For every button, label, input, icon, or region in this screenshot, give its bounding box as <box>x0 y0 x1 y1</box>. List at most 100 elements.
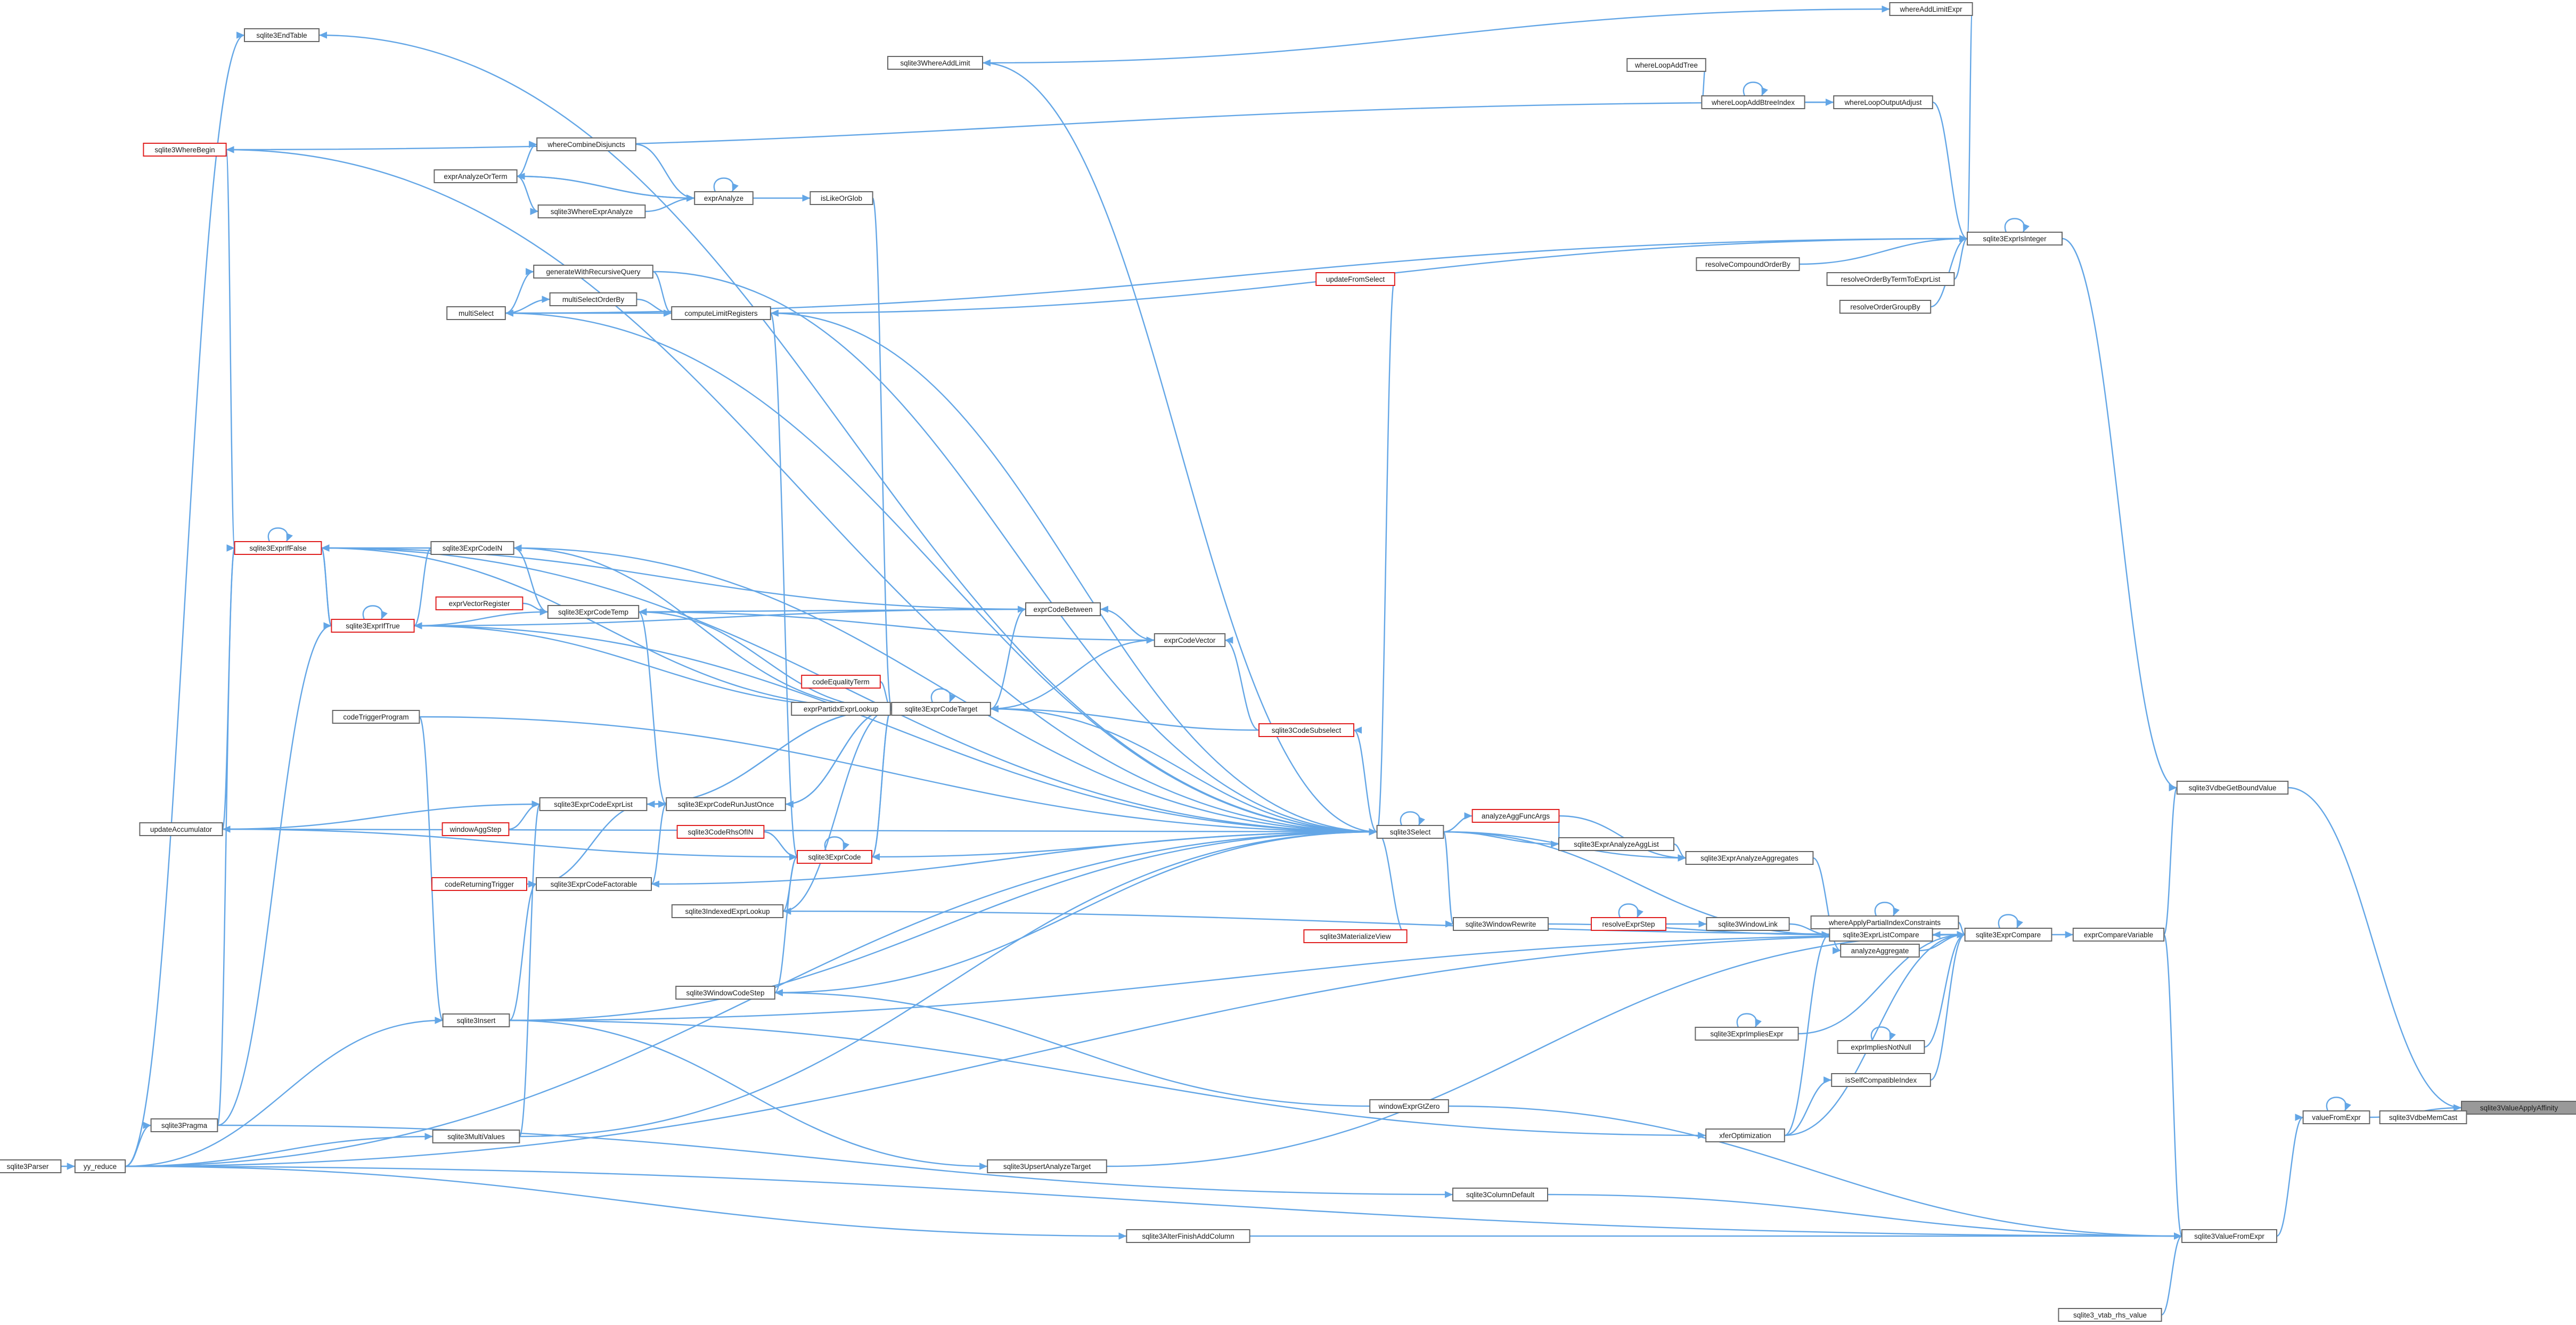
node-box[interactable] <box>1833 95 1933 109</box>
node-isLikeOrGlob[interactable]: isLikeOrGlob <box>809 191 873 205</box>
node-box[interactable] <box>446 306 506 320</box>
node-box[interactable] <box>801 675 881 689</box>
node-box[interactable] <box>666 797 786 811</box>
node-sqlite3ExprCodeExprList[interactable]: sqlite3ExprCodeExprList <box>539 797 648 811</box>
node-exprCodeBetween[interactable]: exprCodeBetween <box>1025 602 1101 616</box>
node-exprCompareVariable[interactable]: exprCompareVariable <box>2072 928 2165 942</box>
node-box[interactable] <box>791 702 891 716</box>
node-sqlite3ExprIfFalse[interactable]: sqlite3ExprIfFalse <box>234 541 322 555</box>
node-box[interactable] <box>1826 272 1955 286</box>
node-box[interactable] <box>150 1118 218 1132</box>
node-box[interactable] <box>1558 837 1674 851</box>
node-sqlite3ExprCodeFactorable[interactable]: sqlite3ExprCodeFactorable <box>536 877 652 891</box>
node-box[interactable] <box>1696 257 1800 271</box>
node-exprPartidxExprLookup[interactable]: exprPartidxExprLookup <box>791 702 891 716</box>
node-sqlite3ExprCodeTarget[interactable]: sqlite3ExprCodeTarget <box>891 702 991 716</box>
node-exprAnalyze[interactable]: exprAnalyze <box>694 191 754 205</box>
node-sqlite3ExprIsInteger[interactable]: sqlite3ExprIsInteger <box>1967 232 2063 246</box>
node-box[interactable] <box>809 191 873 205</box>
node-sqlite3MultiValues[interactable]: sqlite3MultiValues <box>432 1130 520 1143</box>
node-sqlite3MaterializeView[interactable]: sqlite3MaterializeView <box>1303 929 1408 943</box>
node-box[interactable] <box>1626 58 1706 72</box>
node-box[interactable] <box>536 137 636 151</box>
node-sqlite3ExprCodeIN[interactable]: sqlite3ExprCodeIN <box>430 541 514 555</box>
node-windowAggStep[interactable]: windowAggStep <box>441 822 510 836</box>
node-computeLimitRegisters[interactable]: computeLimitRegisters <box>671 306 771 320</box>
node-codeEqualityTerm[interactable]: codeEqualityTerm <box>801 675 881 689</box>
node-codeTriggerProgram[interactable]: codeTriggerProgram <box>332 710 420 724</box>
node-exprAnalyzeOrTerm[interactable]: exprAnalyzeOrTerm <box>434 169 518 183</box>
node-box[interactable] <box>2181 1229 2277 1243</box>
node-box[interactable] <box>536 877 652 891</box>
node-sqlite3VdbeGetBoundValue[interactable]: sqlite3VdbeGetBoundValue <box>2176 781 2289 795</box>
node-box[interactable] <box>1154 633 1226 647</box>
node-box[interactable] <box>435 596 524 610</box>
node-box[interactable] <box>139 822 223 836</box>
node-box[interactable] <box>1685 851 1814 865</box>
node-resolveExprStep[interactable]: resolveExprStep <box>1591 917 1666 931</box>
node-box[interactable] <box>1837 1040 1925 1054</box>
node-box[interactable] <box>2072 928 2165 942</box>
node-sqlite3ExprCompare[interactable]: sqlite3ExprCompare <box>1964 928 2052 942</box>
node-analyzeAggFuncArgs[interactable]: analyzeAggFuncArgs <box>1471 809 1560 823</box>
node-sqlite3WindowCodeStep[interactable]: sqlite3WindowCodeStep <box>675 986 775 1000</box>
node-sqlite3Pragma[interactable]: sqlite3Pragma <box>150 1118 218 1132</box>
node-box[interactable] <box>432 1130 520 1143</box>
node-box[interactable] <box>1303 929 1408 943</box>
node-box[interactable] <box>1695 1027 1799 1041</box>
node-box[interactable] <box>547 605 640 619</box>
node-box[interactable] <box>441 822 510 836</box>
node-box[interactable] <box>887 56 983 70</box>
node-multiSelect[interactable]: multiSelect <box>446 306 506 320</box>
node-box[interactable] <box>430 541 514 555</box>
node-sqlite3WindowLink[interactable]: sqlite3WindowLink <box>1706 917 1790 931</box>
node-sqlite3WhereAddLimit[interactable]: sqlite3WhereAddLimit <box>887 56 983 70</box>
node-whereLoopAddBtreeIndex[interactable]: whereLoopAddBtreeIndex <box>1701 95 1805 109</box>
node-box[interactable] <box>1967 232 2063 246</box>
node-box[interactable] <box>1839 300 1932 314</box>
node-box[interactable] <box>675 986 775 1000</box>
node-sqlite3ExprAnalyzeAggregates[interactable]: sqlite3ExprAnalyzeAggregates <box>1685 851 1814 865</box>
node-yy_reduce[interactable]: yy_reduce <box>74 1159 126 1173</box>
node-whereCombineDisjuncts[interactable]: whereCombineDisjuncts <box>536 137 636 151</box>
node-isSelfCompatibleIndex[interactable]: isSelfCompatibleIndex <box>1831 1073 1931 1087</box>
node-box[interactable] <box>1706 917 1790 931</box>
node-box[interactable] <box>234 541 322 555</box>
node-box[interactable] <box>2461 1101 2576 1115</box>
node-sqlite3ValueApplyAffinity[interactable]: sqlite3ValueApplyAffinity <box>2461 1101 2576 1115</box>
node-box[interactable] <box>1315 272 1395 286</box>
node-whereApplyPartialIndexConstraints[interactable]: whereApplyPartialIndexConstraints <box>1810 915 1959 929</box>
node-box[interactable] <box>442 1013 510 1027</box>
node-box[interactable] <box>2379 1110 2467 1124</box>
node-box[interactable] <box>2302 1110 2370 1124</box>
node-sqlite3ExprCodeTemp[interactable]: sqlite3ExprCodeTemp <box>547 605 640 619</box>
node-box[interactable] <box>1840 944 1920 958</box>
node-sqlite3ExprCode[interactable]: sqlite3ExprCode <box>797 850 872 864</box>
node-sqlite3ExprImpliesExpr[interactable]: sqlite3ExprImpliesExpr <box>1695 1027 1799 1041</box>
node-resolveOrderByTermToExprList[interactable]: resolveOrderByTermToExprList <box>1826 272 1955 286</box>
node-whereLoopOutputAdjust[interactable]: whereLoopOutputAdjust <box>1833 95 1933 109</box>
node-multiSelectOrderBy[interactable]: multiSelectOrderBy <box>549 292 637 306</box>
node-sqlite3Insert[interactable]: sqlite3Insert <box>442 1013 510 1027</box>
node-sqlite3_vtab_rhs_value[interactable]: sqlite3_vtab_rhs_value <box>2058 1308 2162 1322</box>
node-sqlite3AlterFinishAddColumn[interactable]: sqlite3AlterFinishAddColumn <box>1126 1229 1250 1243</box>
node-sqlite3IndexedExprLookup[interactable]: sqlite3IndexedExprLookup <box>671 904 784 918</box>
node-box[interactable] <box>2176 781 2289 795</box>
node-box[interactable] <box>671 306 771 320</box>
node-box[interactable] <box>1376 825 1444 839</box>
node-box[interactable] <box>1701 95 1805 109</box>
node-xferOptimization[interactable]: xferOptimization <box>1705 1128 1785 1142</box>
node-box[interactable] <box>549 292 637 306</box>
node-sqlite3ExprAnalyzeAggList[interactable]: sqlite3ExprAnalyzeAggList <box>1558 837 1674 851</box>
node-sqlite3VdbeMemCast[interactable]: sqlite3VdbeMemCast <box>2379 1110 2467 1124</box>
node-box[interactable] <box>434 169 518 183</box>
node-box[interactable] <box>537 205 646 218</box>
node-box[interactable] <box>1258 723 1354 737</box>
node-box[interactable] <box>74 1159 126 1173</box>
node-sqlite3WhereExprAnalyze[interactable]: sqlite3WhereExprAnalyze <box>537 205 646 218</box>
node-box[interactable] <box>1369 1099 1449 1113</box>
node-box[interactable] <box>1831 1073 1931 1087</box>
node-box[interactable] <box>1829 928 1933 942</box>
node-box[interactable] <box>1889 2 1973 16</box>
node-sqlite3ValueFromExpr[interactable]: sqlite3ValueFromExpr <box>2181 1229 2277 1243</box>
